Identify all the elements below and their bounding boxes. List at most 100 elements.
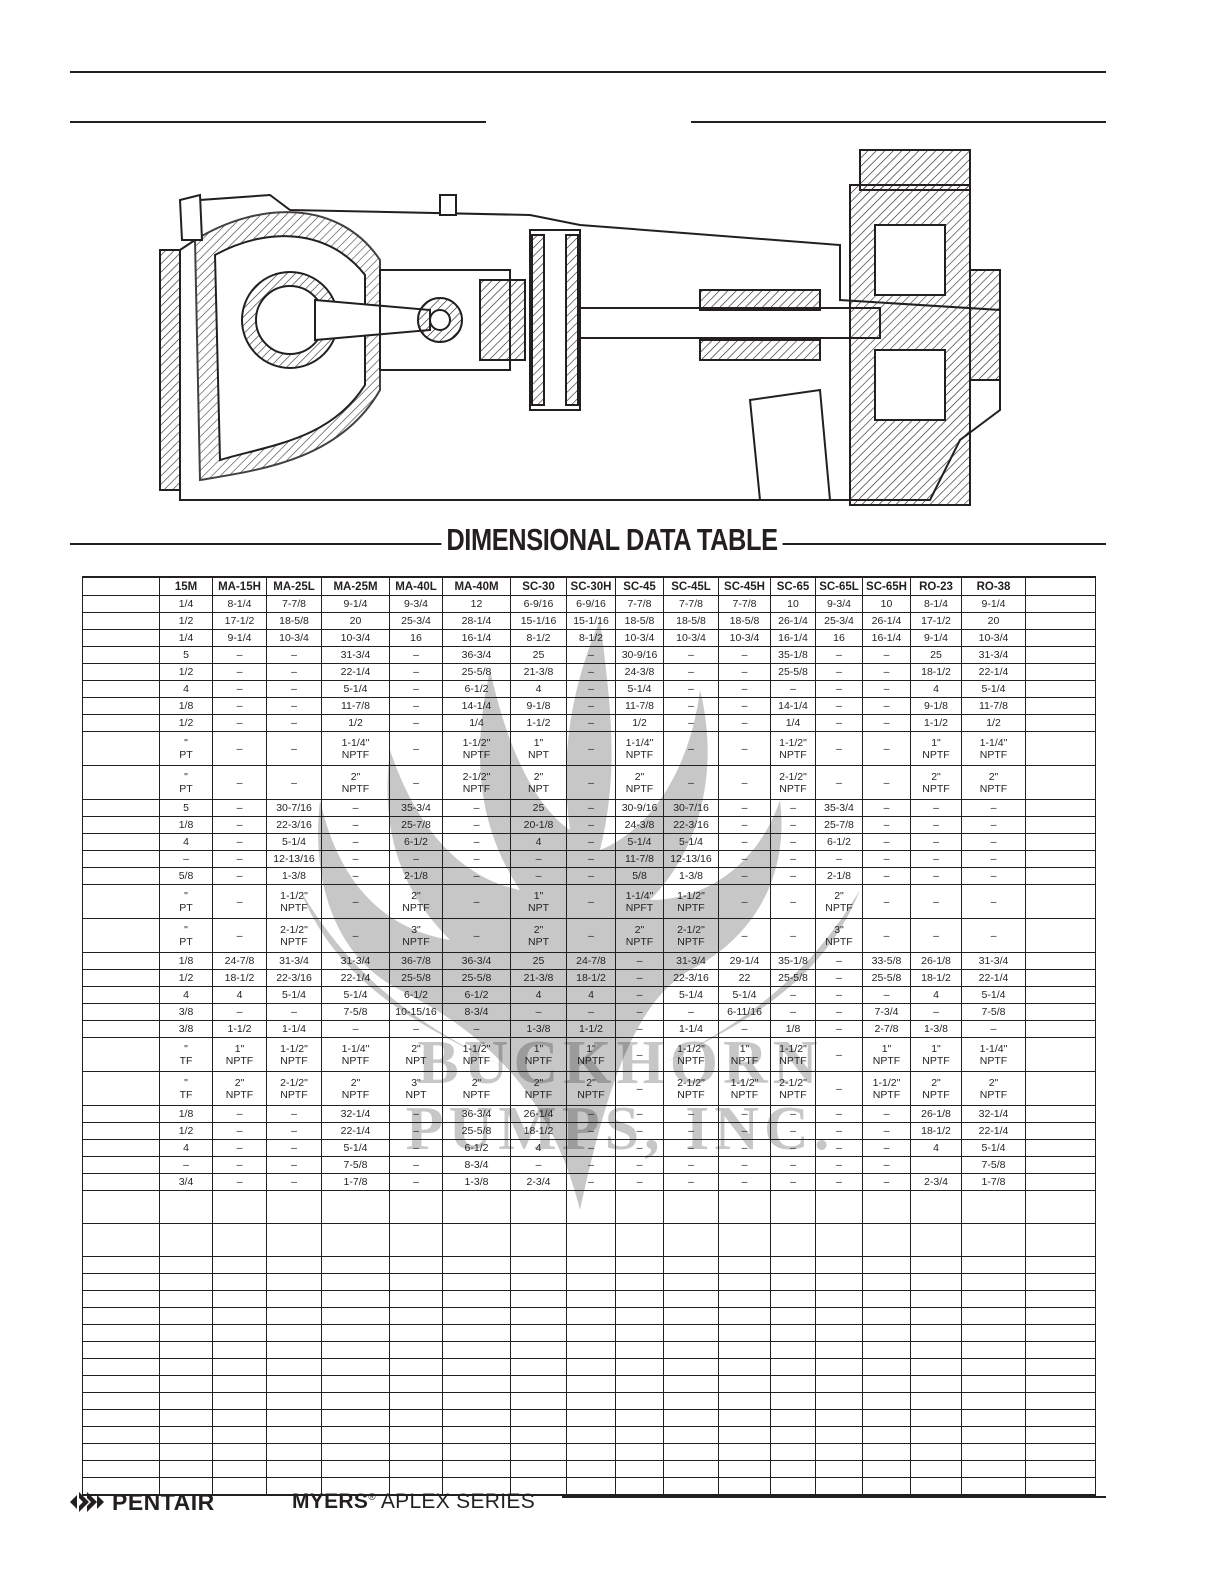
table-cell: 18-1/2 (910, 663, 962, 681)
table-cell: 30-7/16 (266, 799, 322, 817)
header-cell: SC-45 (615, 576, 664, 596)
table-cell: – (862, 697, 911, 715)
table-cell (1025, 1173, 1096, 1191)
table-cell: 2"NPTF (566, 1071, 616, 1106)
table-cell-line: 2" (350, 770, 361, 783)
table-cell (961, 1426, 1026, 1444)
table-cell (266, 1341, 322, 1359)
table-cell: – (212, 680, 267, 698)
table-cell: – (663, 1139, 719, 1157)
table-cell-line: PT (179, 748, 193, 761)
table-cell (910, 1190, 962, 1224)
table-cell (266, 1392, 322, 1410)
table-cell (1025, 1409, 1096, 1427)
table-cell: 25 (510, 646, 567, 664)
table-cell (82, 646, 160, 664)
table-cell-line: NPTF (341, 1054, 370, 1067)
table-cell (266, 1190, 322, 1224)
table-cell (82, 1443, 160, 1461)
table-cell (1025, 612, 1096, 630)
table-cell: – (510, 867, 567, 885)
table-cell: 1"NPTF (718, 1037, 771, 1072)
table-cell: 18-5/8 (663, 612, 719, 630)
table-cell (718, 1477, 771, 1496)
table-cell (815, 1426, 863, 1444)
table-cell: – (212, 816, 267, 834)
table-cell: – (718, 884, 771, 919)
table-cell (82, 850, 160, 868)
table-cell: – (815, 1003, 863, 1021)
table-cell: 36-3/4 (442, 952, 511, 970)
table-cell (615, 1290, 664, 1308)
table-cell-line: NPTF (625, 935, 654, 948)
table-cell: – (321, 799, 390, 817)
table-cell: 5/8 (159, 867, 213, 885)
table-cell: – (566, 680, 616, 698)
table-cell (212, 1341, 267, 1359)
table-cell: – (442, 867, 511, 885)
table-cell: 1/8 (159, 1105, 213, 1123)
table-cell-line: 1" (533, 889, 544, 902)
table-cell (815, 1324, 863, 1342)
table-cell: 6-9/16 (566, 595, 616, 613)
table-cell: – (910, 918, 962, 953)
table-cell: 36-7/8 (389, 952, 443, 970)
table-cell: 5-1/4 (961, 1139, 1026, 1157)
table-row-empty (82, 1358, 1096, 1376)
table-row-empty (82, 1223, 1096, 1257)
table-cell: – (389, 646, 443, 664)
table-cell: 33-5/8 (862, 952, 911, 970)
table-cell-line: NPTF (280, 1054, 308, 1067)
table-cell (389, 1341, 443, 1359)
table-cell: 31-3/4 (961, 952, 1026, 970)
table-cell: 1/2 (159, 714, 213, 732)
table-cell: 35-1/8 (770, 646, 816, 664)
table-cell (1025, 986, 1096, 1004)
table-cell: 25-5/8 (862, 969, 911, 987)
table-cell: – (566, 646, 616, 664)
table-cell (82, 969, 160, 987)
table-cell: 1"NPTF (910, 731, 962, 766)
table-cell (663, 1460, 719, 1478)
table-cell (510, 1392, 567, 1410)
table-cell (815, 1223, 863, 1257)
table-cell (82, 1409, 160, 1427)
section-rule-left (70, 121, 486, 123)
table-cell: – (266, 646, 322, 664)
table-cell: – (212, 663, 267, 681)
table-cell: 1-1/2 (566, 1020, 616, 1038)
table-cell-line: 1" (234, 1042, 245, 1055)
table-cell: 1-1/4"NPTF (321, 1037, 390, 1072)
table-cell (815, 1477, 863, 1496)
table-cell: – (718, 1122, 771, 1140)
table-cell: 5-1/4 (266, 833, 322, 851)
table-cell (321, 1392, 390, 1410)
table-cell (321, 1223, 390, 1257)
table-cell: – (663, 646, 719, 664)
table-cell (566, 1358, 616, 1376)
table-cell (389, 1426, 443, 1444)
table-cell (1025, 697, 1096, 715)
table-cell: 31-3/4 (663, 952, 719, 970)
table-cell-line: NPTF (979, 748, 1008, 761)
table-cell (566, 1273, 616, 1291)
table-cell: 17-1/2 (910, 612, 962, 630)
table-cell: 1-3/8 (442, 1173, 511, 1191)
table-cell: – (961, 816, 1026, 834)
table-cell (82, 731, 160, 766)
table-cell-line: NPTF (979, 1088, 1008, 1101)
table-cell-line: 2-1/2" (462, 770, 491, 783)
table-cell (321, 1358, 390, 1376)
table-cell (266, 1307, 322, 1325)
table-cell: "TF (159, 1071, 213, 1106)
table-cell: 26-1/4 (510, 1105, 567, 1123)
table-cell: 22-1/4 (321, 663, 390, 681)
table-cell (1025, 1156, 1096, 1174)
table-cell (159, 1409, 213, 1427)
table-cell (82, 1105, 160, 1123)
table-cell (1025, 663, 1096, 681)
table-cell (510, 1358, 567, 1376)
table-cell: 30-9/16 (615, 646, 664, 664)
table-cell: – (389, 714, 443, 732)
